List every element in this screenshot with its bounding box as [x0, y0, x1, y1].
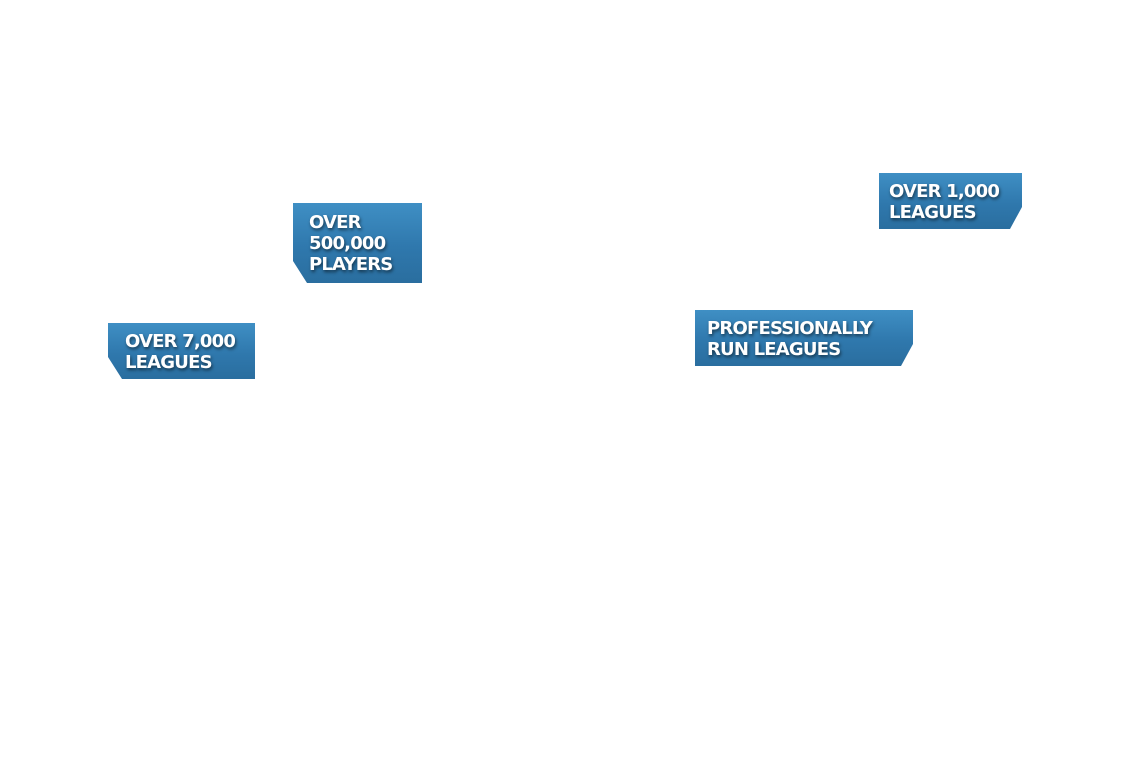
badge-professionally-run-leagues: PROFESSIONALLY RUN LEAGUES	[695, 310, 913, 366]
badge-over-7000-leagues: OVER 7,000 LEAGUES	[108, 323, 255, 379]
badge-line: PLAYERS	[309, 254, 393, 275]
badge-line: RUN LEAGUES	[707, 339, 841, 360]
badge-line: 500,000	[309, 233, 386, 254]
badge-over-500000-players: OVER 500,000 PLAYERS	[293, 203, 422, 283]
badge-line: LEAGUES	[125, 352, 212, 373]
badge-line: OVER 7,000	[125, 331, 236, 352]
badge-line: OVER	[309, 212, 361, 233]
badge-over-1000-leagues: OVER 1,000 LEAGUES	[879, 173, 1022, 229]
badge-line: PROFESSIONALLY	[707, 318, 873, 339]
badge-line: OVER 1,000	[889, 181, 1000, 202]
badge-line: LEAGUES	[889, 202, 976, 223]
